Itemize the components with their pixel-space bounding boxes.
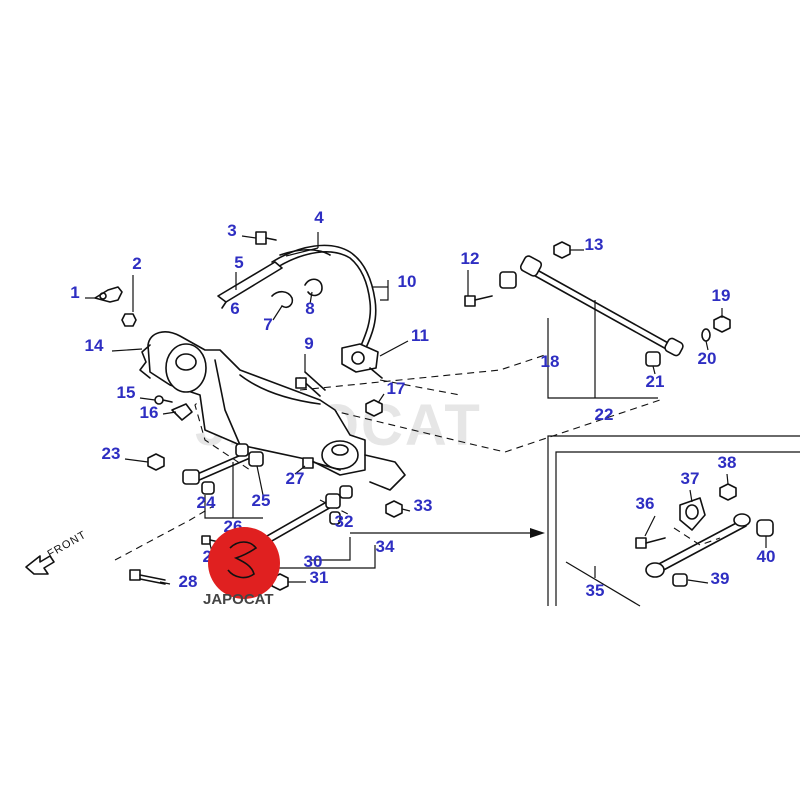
- part-5-bracket: [217, 261, 283, 309]
- part-number-38: 38: [718, 453, 737, 472]
- japocat-logo: JAPOCAT: [203, 527, 280, 608]
- inset-arrow: [350, 528, 545, 538]
- part-number-37: 37: [681, 469, 700, 488]
- front-label: FRONT: [46, 529, 89, 561]
- part-11-valve: [341, 343, 383, 379]
- part-number-12: 12: [461, 249, 480, 268]
- part-number-16: 16: [140, 403, 159, 422]
- part-number-13: 13: [585, 235, 604, 254]
- part-number-11: 11: [411, 326, 429, 345]
- part-number-8: 8: [305, 299, 314, 318]
- part-18-lateral-rod: [499, 255, 684, 367]
- inset-link-assembly: [635, 483, 774, 587]
- part-9-bolt: [295, 371, 326, 397]
- front-arrow-icon: [25, 555, 55, 575]
- part-number-9: 9: [304, 334, 313, 353]
- part-32-bushing: [329, 511, 341, 525]
- part-number-24: 24: [197, 493, 216, 512]
- part-number-6: 6: [230, 299, 239, 318]
- part-number-33: 33: [414, 496, 433, 515]
- part-number-35: 35: [586, 581, 605, 600]
- part-number-39: 39: [711, 569, 730, 588]
- part-number-19: 19: [712, 286, 731, 305]
- part-1-bracket: [94, 286, 123, 303]
- part-23-nut: [147, 453, 165, 471]
- part-number-7: 7: [263, 315, 272, 334]
- part-number-23: 23: [102, 444, 121, 463]
- part-number-4: 4: [314, 208, 324, 227]
- part-number-1: 1: [70, 283, 79, 302]
- part-8-clip: [304, 278, 323, 297]
- part-number-20: 20: [698, 349, 717, 368]
- part-number-3: 3: [227, 221, 236, 240]
- part-number-30: 30: [304, 552, 323, 571]
- part-number-2: 2: [132, 254, 141, 273]
- logo-text: JAPOCAT: [203, 591, 274, 608]
- part-number-40: 40: [757, 547, 776, 566]
- part-number-14: 14: [85, 336, 104, 355]
- part-number-36: 36: [636, 494, 655, 513]
- part-12-bolt: [464, 295, 493, 307]
- part-number-21: 21: [646, 372, 665, 391]
- part-28-bolt: [129, 569, 166, 585]
- part-2-nut: [121, 313, 137, 327]
- logo-cat-icon: [227, 541, 258, 579]
- part-number-28: 28: [179, 572, 198, 591]
- inset-frame-inner: [555, 451, 800, 606]
- part-4-brake-hose: [271, 244, 377, 351]
- leader-lines: [85, 232, 767, 607]
- part-number-31: 31: [310, 568, 329, 587]
- part-17-nut: [365, 399, 383, 417]
- part-number-32: 32: [335, 512, 354, 531]
- inset-frame: [547, 435, 800, 606]
- part-number-34: 34: [376, 537, 395, 556]
- part-7-clip: [271, 290, 294, 309]
- part-number-22: 22: [595, 405, 614, 424]
- part-16-clip: [171, 403, 193, 421]
- part-27-bolt: [302, 457, 341, 471]
- part-3-bolt: [255, 231, 277, 245]
- part-33-nut: [385, 500, 403, 518]
- part-number-18: 18: [541, 352, 560, 371]
- part-number-5: 5: [234, 253, 243, 272]
- part-number-27: 27: [286, 469, 305, 488]
- part-20-washer: [701, 328, 711, 342]
- part-number-17: 17: [387, 379, 406, 398]
- part-upper-link: [182, 443, 264, 495]
- part-number-15: 15: [117, 383, 136, 402]
- part-13-nut: [553, 241, 571, 259]
- part-19-nut: [713, 315, 731, 333]
- part-number-10: 10: [398, 272, 417, 291]
- part-number-25: 25: [252, 491, 271, 510]
- part-14-differential: [139, 331, 406, 491]
